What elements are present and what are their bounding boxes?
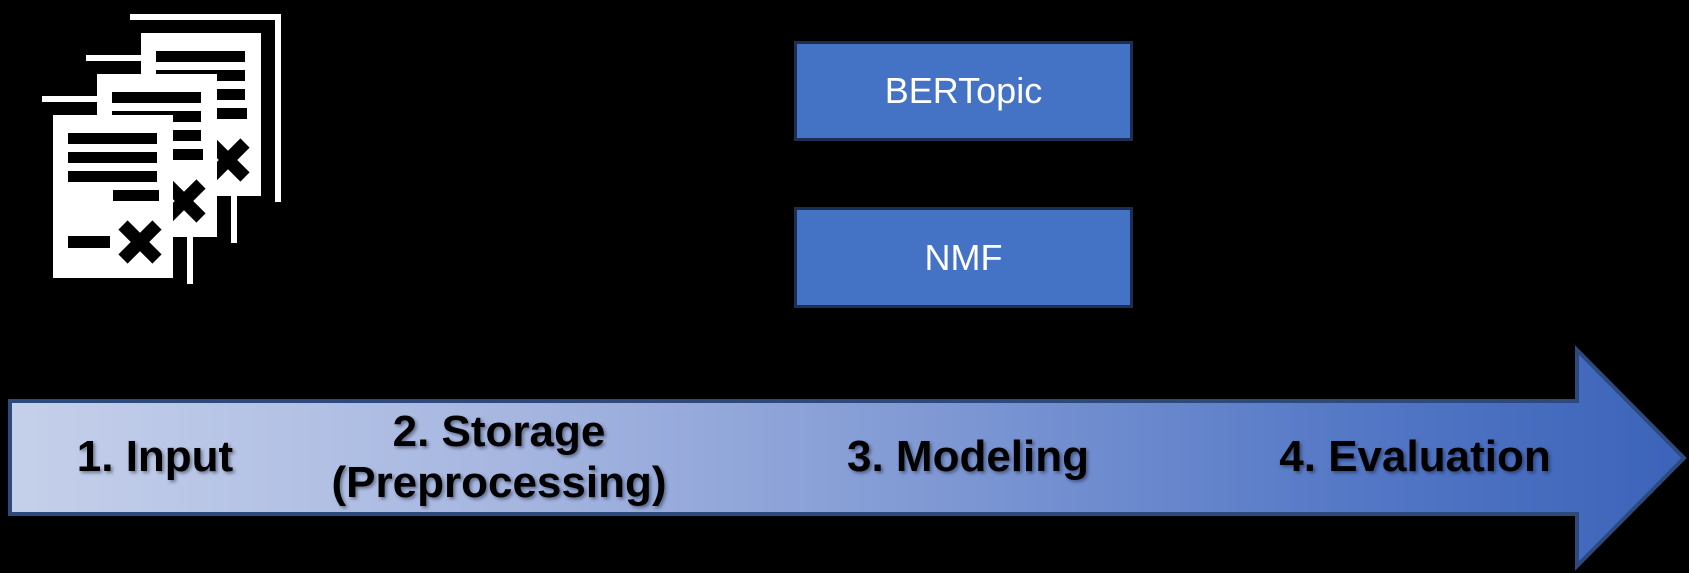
document-stack-icon	[36, 8, 286, 286]
pipeline-arrow-shape	[8, 345, 1687, 571]
stage-label-evaluation: 4. Evaluation	[1279, 432, 1551, 482]
pipeline-arrow	[8, 345, 1687, 571]
stage-label-modeling: 3. Modeling	[847, 432, 1089, 482]
model-box-bertopic: BERTopic	[794, 41, 1133, 141]
document-page-front	[53, 115, 173, 278]
model-label-bertopic: BERTopic	[884, 70, 1043, 111]
model-box-nmf: NMF	[794, 207, 1133, 308]
stage-label-storage-preprocessing: 2. Storage (Preprocessing)	[331, 407, 667, 507]
model-label-nmf: NMF	[924, 236, 1003, 278]
stage-label-input: 1. Input	[76, 432, 234, 482]
